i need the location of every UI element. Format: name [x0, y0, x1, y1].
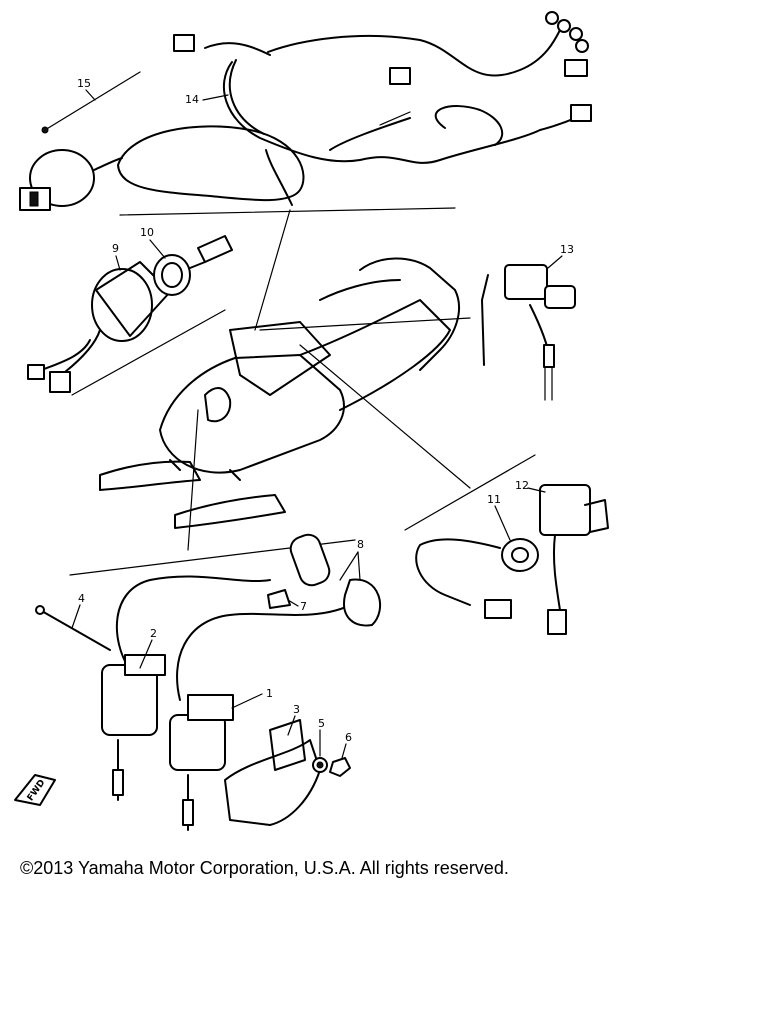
- main-switch-plug: [19, 71, 141, 211]
- callout-2: 2: [150, 627, 157, 640]
- callout-14: 14: [185, 93, 199, 106]
- callout-10: 10: [140, 226, 154, 239]
- callout-4: 4: [78, 592, 85, 605]
- meter-assembly: [27, 261, 226, 396]
- snowmobile-body: [99, 209, 471, 551]
- callout-3: 3: [293, 703, 300, 716]
- key-switch: [153, 235, 233, 296]
- front-direction-marker: FWD: [14, 774, 56, 806]
- callout-5: 5: [318, 717, 325, 730]
- callout-15: 15: [77, 77, 91, 90]
- callout-9: 9: [112, 242, 119, 255]
- callout-7: 7: [300, 600, 307, 613]
- ignition-coils: [35, 533, 381, 831]
- handlebar-switches: [404, 454, 609, 635]
- callout-8: 8: [357, 538, 364, 551]
- copyright-notice: ©2013 Yamaha Motor Corporation, U.S.A. A…: [20, 858, 509, 878]
- callout-1: 1: [266, 687, 273, 700]
- callout-6: 6: [345, 731, 352, 744]
- light-switch: [481, 264, 576, 401]
- wire-harness: [117, 11, 592, 216]
- callout-numbers: 1 2 3 4 5 6 7 8 9 10 11 12 13 14 15: [71, 77, 574, 759]
- callout-13: 13: [560, 243, 574, 256]
- callout-12: 12: [515, 479, 529, 492]
- callout-11: 11: [487, 493, 501, 506]
